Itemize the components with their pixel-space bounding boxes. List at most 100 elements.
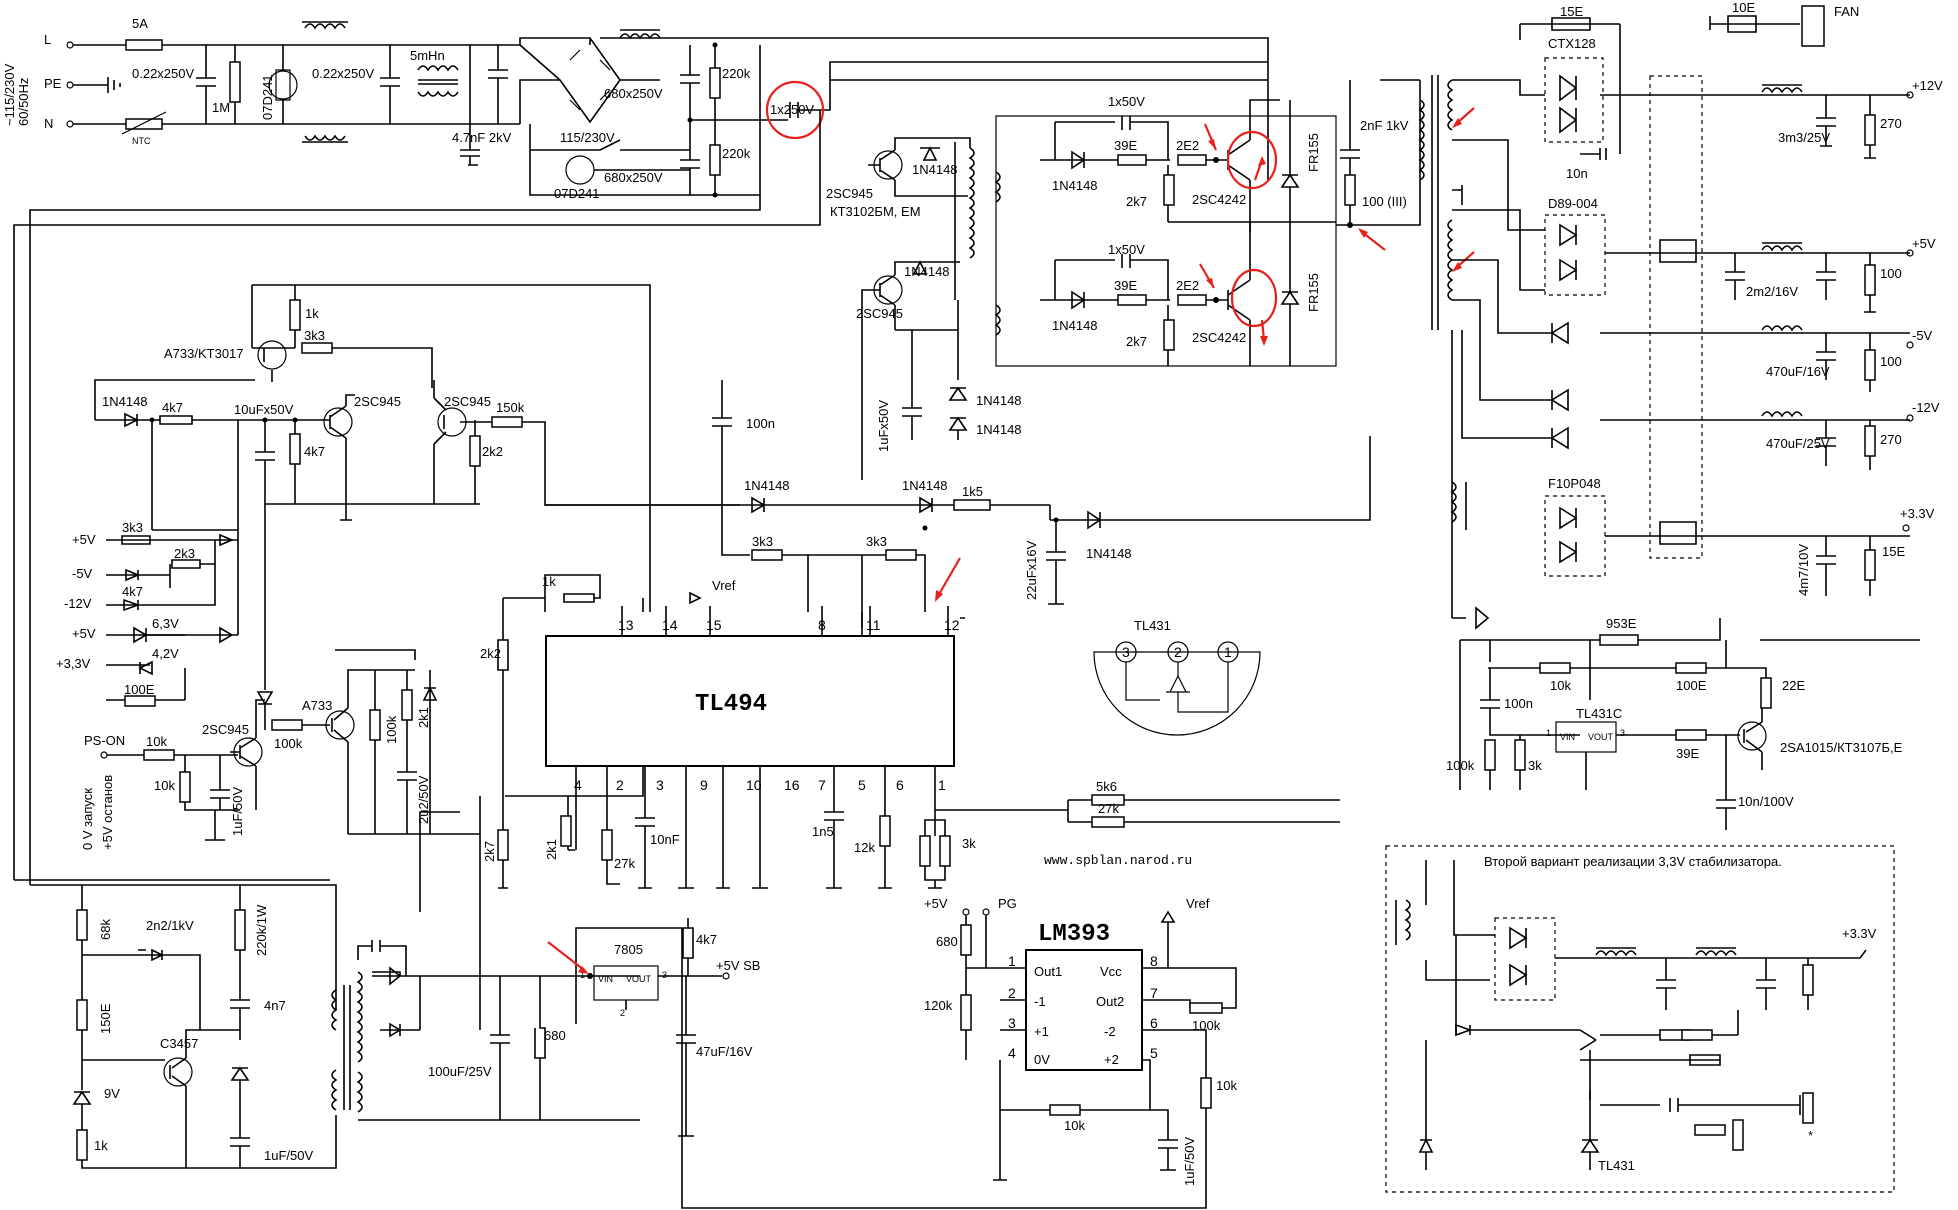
label-pson-10kb: 10k [154,778,175,793]
label-pson-100k: 100k [274,736,303,751]
label-reg33-p3: 3 [1620,728,1625,738]
label-hb-2e2-bot: 2E2 [1176,278,1199,293]
resistor-220k-top [709,67,721,99]
label-choke: 5mHn [410,48,445,63]
label-fan-r: 10E [1732,0,1755,15]
bulk-capacitors: 680x250V 680x250V 220k 220k 1x250V [600,29,1268,198]
label-r953: 953E [1606,616,1637,631]
label-hb-q-bot: 2SC4242 [1192,330,1246,345]
label-15e: 15E [1560,4,1583,19]
label-r22e: 22E [1782,678,1805,693]
tl431-p1: 1 [1224,644,1232,660]
label-pe: PE [44,76,62,91]
tl494-pin-1: 1 [938,777,946,793]
label-hb-39-bot: 39E [1114,278,1137,293]
label-fuse: 5A [132,16,148,31]
label-lm-vref: Vref [1186,896,1210,911]
label-drv-alt: КТ3102БМ, ЕМ [830,204,921,219]
label-varistor1: 07D241 [260,74,275,120]
tl494-pin-15: 15 [706,617,722,633]
label-p-10u: 10uFx50V [234,402,294,417]
label-bulk-bot: 680x250V [604,170,663,185]
label-hb-c-bot: 1x50V [1108,242,1145,257]
label-lm-100k: 100k [1192,1018,1221,1033]
label-sb-1u: 1uF/50V [264,1148,313,1163]
alt-v33: +3.3V [1842,926,1877,941]
label-hb-fr-top: FR155 [1306,133,1321,172]
label-z63: 6,3V [152,616,179,631]
lm-n2: 2 [1008,985,1016,1001]
alt-box [1385,845,1895,1193]
label-reg33-vout: VOUT [1588,732,1614,742]
tl494-pin-5: 5 [858,777,866,793]
label-fb-2k2: 2k2 [480,646,501,661]
label-in-p5b: +5V [72,626,96,641]
label-drv-top-d: 1N4148 [912,162,958,177]
reg33: 953E 10k 100E 100n 22E TL431C VIN VOUT 1… [1446,606,1920,830]
tl494-pin-11: 11 [866,617,881,633]
label-in-p33: +3,3V [56,656,91,671]
label-p-2k2: 2k2 [482,444,503,459]
label-n: N [44,116,53,131]
label-mains-freq: 60/50Hz [16,78,31,126]
label-mains-voltage: ~115/230V [2,63,17,126]
standby-supply: 68k 2n2/1kV 220k/1W 4n7 1uF/50V 150E C34… [30,796,760,1169]
label-p-100n: 100n [746,416,775,431]
label-pson-q5: A733 [302,698,332,713]
tl494-pin-9: 9 [700,777,708,793]
label-100-b: 100 [1880,354,1902,369]
lm-l1: Out1 [1034,964,1062,979]
label-c-x1: 0.22x250V [132,66,194,81]
label-tl-2k1: 2k1 [544,839,559,860]
label-varistor2: 07D241 [554,186,600,201]
lm-n4: 4 [1008,1045,1016,1061]
label-r100e: 100E [1676,678,1707,693]
lm-n3: 3 [1008,1015,1016,1031]
lm-n5: 5 [1150,1045,1158,1061]
label-p-4k7: 4k7 [162,400,183,415]
label-sb-p3: 3 [662,970,667,980]
label-fb-d-b: 1N4148 [902,478,948,493]
label-sb-reg: 7805 [614,942,643,957]
label-12v: +12V [1912,78,1943,93]
d89-box [1544,214,1606,296]
label-in-4k7: 4k7 [122,584,143,599]
label-drv-bot: 2SC945 [856,306,903,321]
label-sb-p1: 1 [580,970,585,980]
resistor-1m [229,61,241,103]
label-fb-3k3a: 3k3 [752,534,773,549]
mains-input: L PE N ~115/230V 60/50Hz 5A NTC 0.22x250… [2,16,761,201]
label-fb-vref: Vref [712,578,736,593]
label-sb-220k: 220k/1W [254,904,269,956]
label-tl-12k: 12k [854,840,875,855]
label-270-b: 270 [1880,432,1902,447]
label-hb-39-top: 39E [1114,138,1137,153]
label-drv-top: 2SC945 [826,186,873,201]
tl431-p2: 2 [1174,644,1182,660]
label-lm-5v: +5V [924,896,948,911]
label-470-16: 470uF/16V [1766,364,1830,379]
terminal-l [66,41,74,49]
label-in-100e: 100E [124,682,155,697]
label-sb-4n7: 4n7 [264,998,286,1013]
label-hb-fr-bot: FR155 [1306,273,1321,312]
label-sb-out: +5V SB [716,958,760,973]
label-bulk-top: 680x250V [604,86,663,101]
alt-trim-mark: * [1808,1128,1813,1143]
label-15e-b: 15E [1882,544,1905,559]
label-tl-5k6: 5k6 [1096,779,1117,794]
lm-l4: 0V [1034,1052,1050,1067]
label-in-3k3: 3k3 [122,520,143,535]
label-pson[interactable]: PS-ON [84,733,125,748]
label-p-3k3: 3k3 [304,328,325,343]
resistor-220k-bot [709,144,721,176]
lm-n8: 8 [1150,953,1158,969]
terminal-pe [66,81,74,89]
terminal-pson[interactable] [100,751,108,759]
label-3m3: 3m3/25V [1778,130,1830,145]
tl494-pin-2: 2 [616,777,624,793]
site-url[interactable]: www.spblan.narod.ru [1044,853,1192,868]
label-snub-r: 100 (III) [1362,194,1407,209]
lm-r6: -2 [1104,1024,1116,1039]
main-transformer [1418,75,1475,330]
